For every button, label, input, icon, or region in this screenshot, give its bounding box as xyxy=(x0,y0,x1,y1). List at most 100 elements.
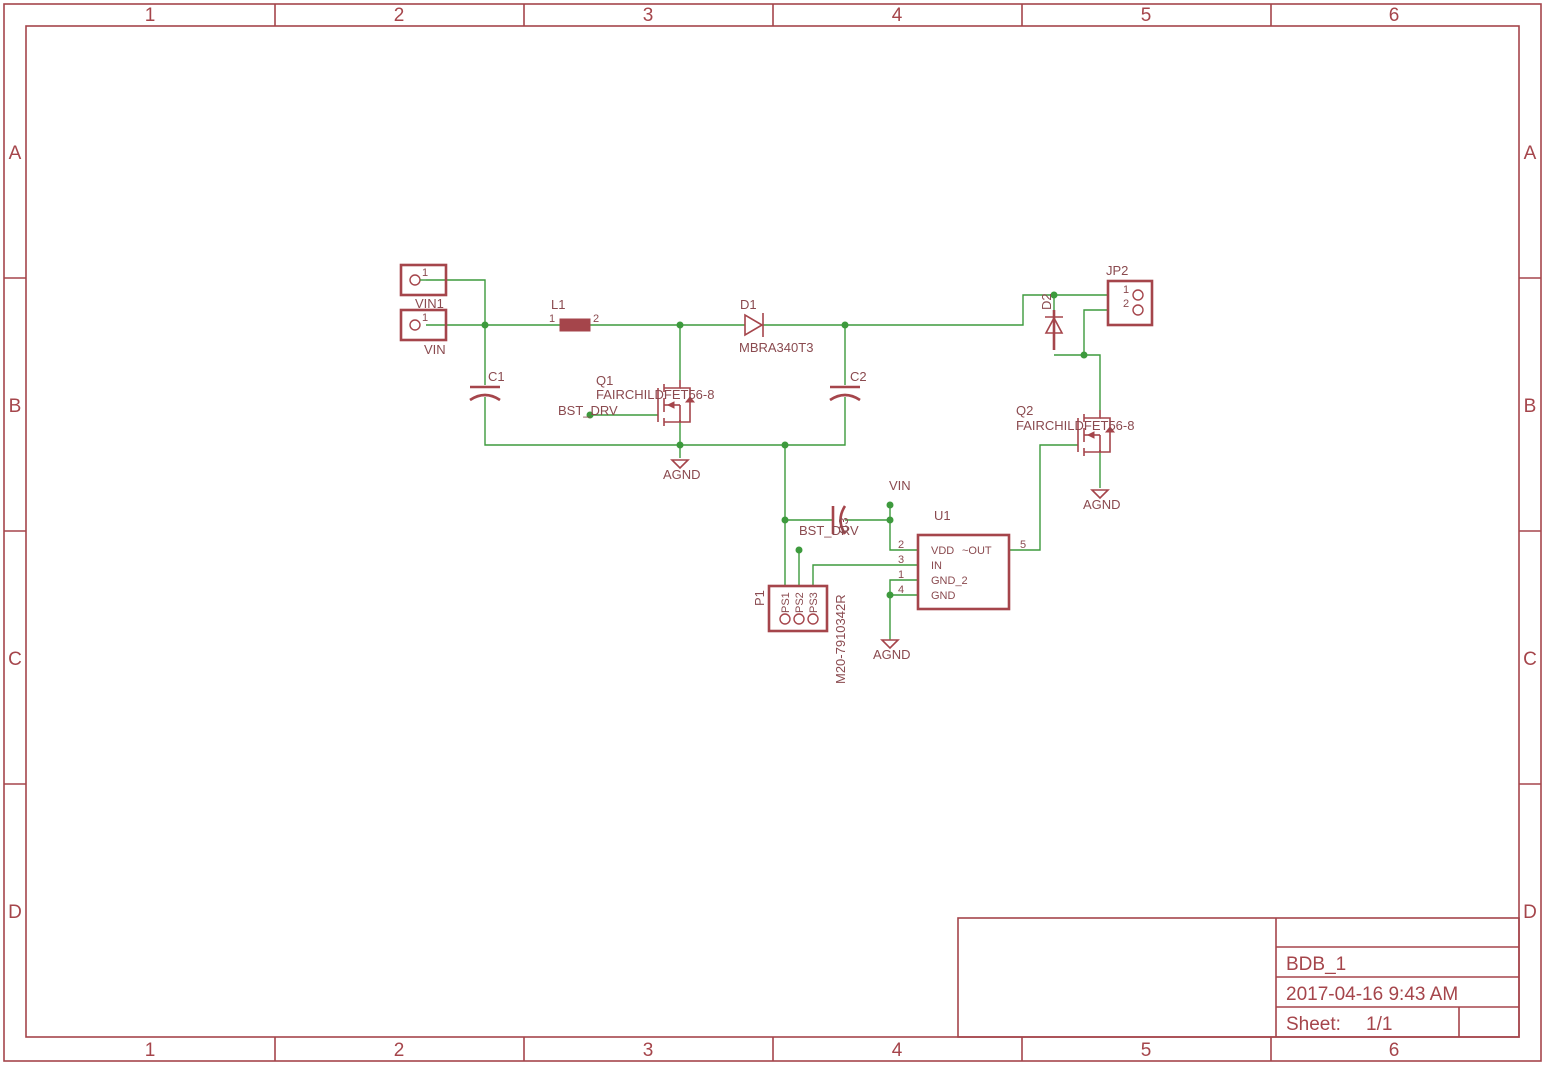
wire xyxy=(1083,309,1108,355)
column-label-bottom: 1 xyxy=(145,1040,156,1061)
column-label-top: 3 xyxy=(643,5,654,26)
row-label-right: A xyxy=(1524,143,1537,164)
vin1-connector: 1 VIN1 xyxy=(399,263,448,311)
junction-dot xyxy=(676,321,684,329)
u1-pin-name: VDD xyxy=(931,545,954,557)
c2-label: C2 xyxy=(850,369,867,384)
column-label-top: 1 xyxy=(145,5,156,26)
column-label-bottom: 4 xyxy=(892,1040,903,1061)
junction-dot xyxy=(781,516,789,524)
agnd-symbol-u1: AGND xyxy=(873,639,911,662)
pin-number: 1 xyxy=(898,569,904,581)
junction-dot xyxy=(886,516,894,524)
pin-number: 1 xyxy=(422,312,428,324)
jp2-label: JP2 xyxy=(1106,263,1128,278)
p1-pin-label: PS1 xyxy=(780,592,792,613)
u1-pin-name: GND_2 xyxy=(931,575,968,587)
c3-label: C3 xyxy=(836,517,851,534)
p1-pin-label: PS2 xyxy=(794,592,806,613)
row-label-left: D xyxy=(8,902,22,923)
pin-number: 1 xyxy=(1123,284,1129,296)
row-label-left: A xyxy=(9,143,22,164)
pin-number: 4 xyxy=(898,584,904,596)
sheet-label: Sheet: xyxy=(1286,1014,1341,1035)
mosfet-q2: Q2 FAIRCHILDFET56-8 xyxy=(1016,403,1134,456)
u1-pin-name: GND xyxy=(931,590,956,602)
junction-dot xyxy=(886,591,894,599)
capacitor-c1: C1 xyxy=(469,369,505,402)
pin-number: 1 xyxy=(422,267,428,279)
agnd-label: AGND xyxy=(663,467,701,482)
junction-dot xyxy=(886,501,894,509)
row-label-right: D xyxy=(1523,902,1537,923)
drawing-name: BDB_1 xyxy=(1286,954,1346,975)
u1-pin-name: IN xyxy=(931,560,942,572)
capacitor-c2: C2 xyxy=(829,369,867,402)
u1-pin-name: ~OUT xyxy=(962,545,992,557)
q2-value: FAIRCHILDFET56-8 xyxy=(1016,418,1134,433)
c1-label: C1 xyxy=(488,369,505,384)
column-label-bottom: 6 xyxy=(1389,1040,1400,1061)
junction-dot xyxy=(1050,291,1058,299)
net-label-bst-drv: BST_DRV xyxy=(799,523,859,538)
drawing-frame: 1 2 3 4 5 6 1 2 3 4 5 6 A B C D A B C D xyxy=(3,3,1542,1062)
junction-dot xyxy=(795,546,803,554)
junction-dot xyxy=(676,441,684,449)
vin-connector: 1 VIN xyxy=(399,308,448,357)
sheet-number: 1/1 xyxy=(1366,1014,1392,1035)
mosfet-q1: Q1 FAIRCHILDFET56-8 BST_DRV xyxy=(558,373,714,426)
row-label-right: C xyxy=(1523,649,1537,670)
net-label-vin: VIN xyxy=(889,478,911,493)
wire xyxy=(1054,354,1101,410)
l1-label: L1 xyxy=(551,297,565,312)
title-block: BDB_1 2017-04-16 9:43 AM Sheet: 1/1 xyxy=(957,917,1520,1038)
column-label-bottom: 2 xyxy=(394,1040,405,1061)
column-label-top: 2 xyxy=(394,5,405,26)
pin-number: 5 xyxy=(1020,539,1026,551)
pin-number: 2 xyxy=(898,539,904,551)
diode-d2: D2 xyxy=(1039,293,1064,350)
vin1-label: VIN1 xyxy=(415,296,444,311)
p1-pin-label: PS3 xyxy=(808,592,820,613)
d2-label: D2 xyxy=(1039,293,1054,310)
junction-dot xyxy=(1080,351,1088,359)
q2-label: Q2 xyxy=(1016,403,1033,418)
row-label-right: B xyxy=(1524,396,1537,417)
pin-number: 1 xyxy=(549,313,555,325)
p1-value: M20-7910342R xyxy=(833,594,848,684)
jumper-jp2: JP2 1 2 xyxy=(1106,263,1154,327)
pin-number: 3 xyxy=(898,554,904,566)
agnd-symbol-q2: AGND xyxy=(1083,489,1121,512)
junction-dot xyxy=(481,321,489,329)
row-label-left: C xyxy=(8,649,22,670)
junctions xyxy=(481,291,1088,599)
d1-label: D1 xyxy=(740,297,757,312)
junction-dot xyxy=(841,321,849,329)
agnd-label: AGND xyxy=(1083,497,1121,512)
d1-value: MBRA340T3 xyxy=(739,340,813,355)
vin-label: VIN xyxy=(424,342,446,357)
wire xyxy=(763,294,1108,326)
p1-label: P1 xyxy=(752,590,767,606)
wire xyxy=(889,579,918,640)
column-label-bottom: 3 xyxy=(643,1040,654,1061)
drawing-date: 2017-04-16 9:43 AM xyxy=(1286,984,1458,1005)
wires xyxy=(426,279,1108,640)
connector-p1: PS1 PS2 PS3 P1 M20-7910342R xyxy=(752,584,848,684)
q1-label: Q1 xyxy=(596,373,613,388)
column-label-top: 5 xyxy=(1141,5,1152,26)
net-label-bst-drv: BST_DRV xyxy=(558,403,618,418)
diode-d1: D1 MBRA340T3 xyxy=(739,297,813,355)
q1-value: FAIRCHILDFET56-8 xyxy=(596,387,714,402)
column-label-top: 4 xyxy=(892,5,903,26)
capacitor-c3: C3 xyxy=(831,505,851,535)
wire xyxy=(484,397,846,446)
inductor-l1: L1 1 2 xyxy=(549,297,599,332)
pin-number: 2 xyxy=(593,313,599,325)
pin-number: 2 xyxy=(1123,298,1129,310)
u1-label: U1 xyxy=(934,508,951,523)
junction-dot xyxy=(781,441,789,449)
wire xyxy=(1010,444,1078,551)
column-label-top: 6 xyxy=(1389,5,1400,26)
